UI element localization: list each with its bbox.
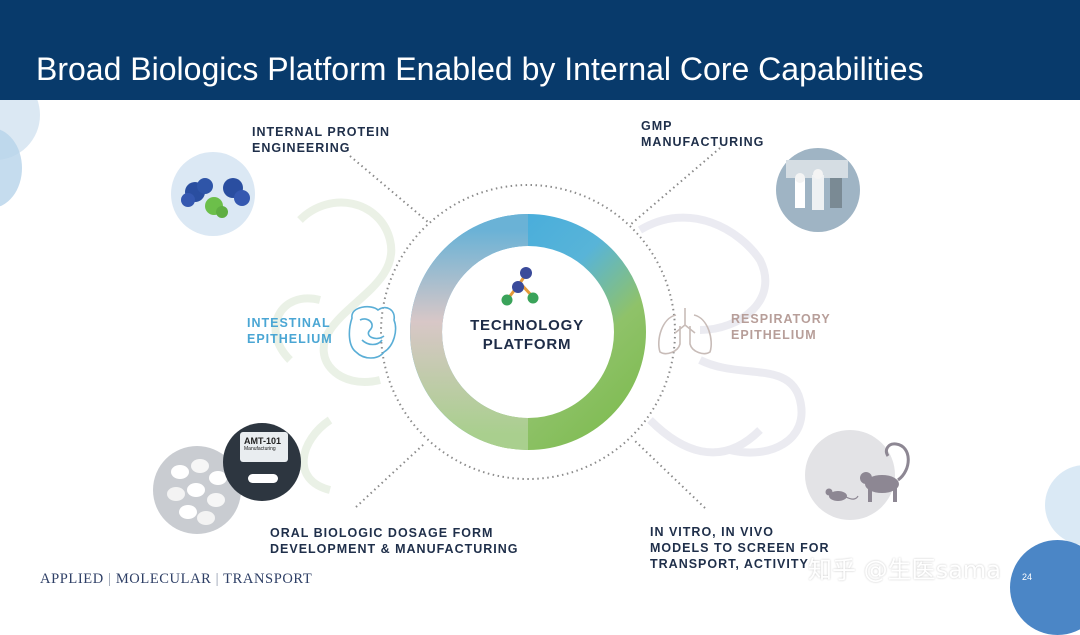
connector-protein — [349, 155, 429, 223]
capsule-pile-photo — [153, 446, 241, 534]
background-protein-art — [271, 198, 396, 494]
page-number: 24 — [1022, 572, 1033, 582]
gmp-facility-photo — [776, 148, 860, 232]
label-in-vitro-in-vivo-models: IN VITRO, IN VIVO MODELS TO SCREEN FOR T… — [650, 525, 830, 571]
decor-bubble-left-small — [0, 128, 22, 208]
technology-platform-label: TECHNOLOGY PLATFORM — [470, 317, 584, 353]
connector-oral — [355, 443, 425, 508]
amt-101-bottle-photo — [223, 423, 301, 501]
label-gmp-manufacturing: GMP MANUFACTURING — [641, 119, 765, 149]
connector-lines — [349, 147, 721, 509]
monkey-icon — [860, 442, 910, 502]
intestine-icon — [348, 305, 397, 359]
background-protein-art-right — [637, 213, 806, 457]
molecule-icon — [501, 267, 539, 306]
header-bar — [0, 0, 1080, 100]
label-internal-protein-engineering: INTERNAL PROTEIN ENGINEERING — [252, 125, 390, 155]
animal-models-photo — [805, 430, 895, 520]
label-intestinal-epithelium: INTESTINAL EPITHELIUM — [247, 316, 333, 346]
lungs-icon — [658, 308, 712, 355]
connector-models — [633, 439, 706, 509]
diagram-canvas — [153, 147, 910, 534]
source-watermark: 知乎 @生医sama — [808, 556, 1001, 584]
mouse-icon — [825, 488, 859, 501]
company-logo: APPLIED | MOLECULAR | TRANSPORT — [40, 571, 313, 587]
protein-structure-icon — [171, 152, 255, 236]
slide-title: Broad Biologics Platform Enabled by Inte… — [36, 51, 924, 87]
label-oral-biologic-dosage-form: ORAL BIOLOGIC DOSAGE FORM DEVELOPMENT & … — [270, 526, 519, 556]
label-respiratory-epithelium: RESPIRATORY EPITHELIUM — [731, 312, 831, 342]
technology-ring-left — [410, 214, 529, 450]
connector-gmp — [629, 147, 721, 226]
bottle-label-text: AMT-101 Manufacturing — [244, 436, 282, 452]
